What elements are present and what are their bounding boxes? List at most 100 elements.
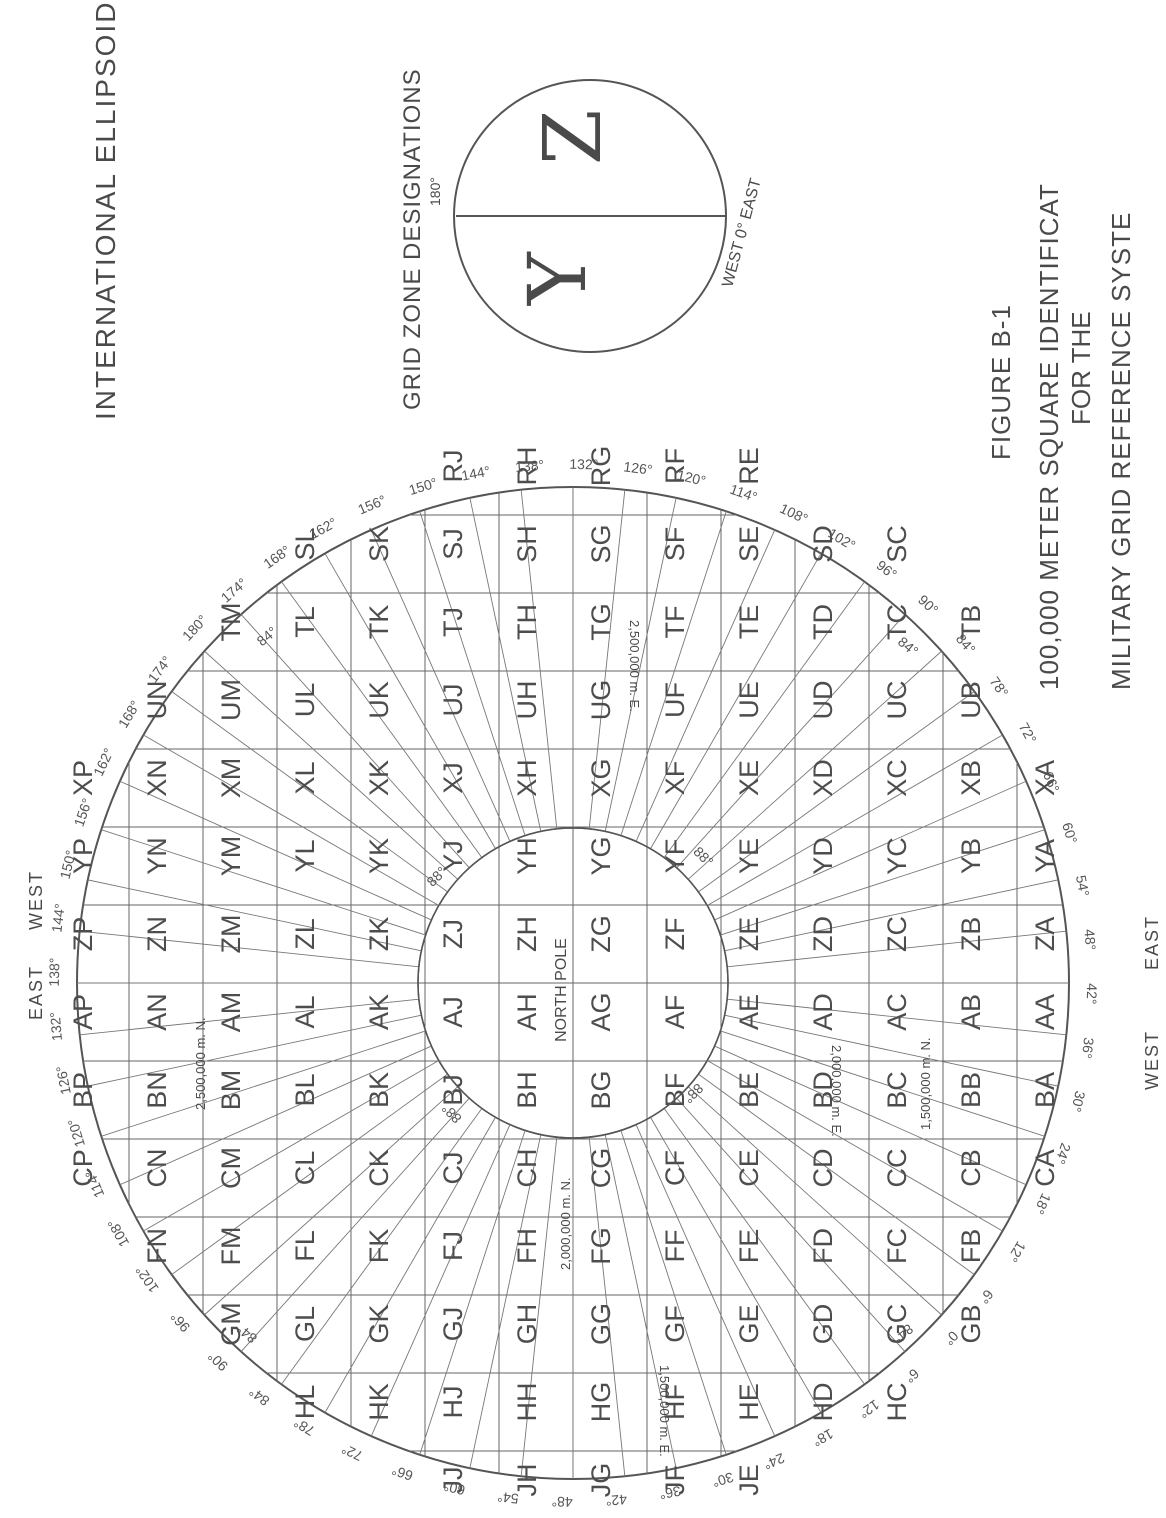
grid-square-label: TE <box>734 605 764 640</box>
meridian-line <box>677 614 905 867</box>
grid-square-label: XE <box>734 760 764 796</box>
grid-square-label: AD <box>808 993 838 1031</box>
grid-square-label: FM <box>216 1227 246 1266</box>
north-pole-label: NORTH POLE <box>553 938 570 1042</box>
grid-square-label: SK <box>364 526 394 562</box>
longitude-label: 72° <box>339 1441 365 1464</box>
meridian-line <box>204 1087 457 1315</box>
grid-square-label: XB <box>956 760 986 796</box>
grid-square-label: XH <box>512 759 542 797</box>
grid-square-label: UH <box>512 681 542 720</box>
grid-square-label: UE <box>734 681 764 719</box>
grid-square-label: BM <box>216 1070 246 1111</box>
ellipsoid-title: INTERNATIONAL ELLIPSOID <box>90 1 121 420</box>
grid-square-label: GH <box>512 1304 542 1345</box>
northing-1500-label: 1,500,000 m. N. <box>918 1038 933 1131</box>
grid-square-label: TJ <box>438 607 468 637</box>
grid-square-label: YN <box>142 837 172 875</box>
grid-square-label: XG <box>586 758 616 797</box>
grid-square-label: CL <box>290 1151 320 1186</box>
longitude-label: 150° <box>407 474 439 498</box>
grid-square-label: AK <box>364 994 394 1030</box>
grid-square-label: HJ <box>438 1386 468 1419</box>
grid-square-label: HK <box>364 1383 394 1421</box>
grid-square-label: ZL <box>290 918 320 950</box>
grid-square-label: XM <box>216 758 246 799</box>
meridian-line <box>241 1098 469 1351</box>
northing-2500-label: 2,500,000 m. N. <box>193 1018 208 1111</box>
easting-1500-label: 1,500,000 m. E. <box>657 1365 672 1457</box>
grid-square-label: FG <box>586 1227 616 1265</box>
grid-square-label: YB <box>956 838 986 874</box>
longitude-label: 156° <box>71 796 96 829</box>
grid-square-label: ZM <box>216 915 246 954</box>
grid-square-label: CD <box>808 1149 838 1188</box>
grid-square-label: GE <box>734 1304 764 1343</box>
longitude-label: 144° <box>48 903 68 934</box>
longitude-label: 48° <box>551 1494 573 1510</box>
grid-square-label: FK <box>364 1229 394 1264</box>
longitude-label: 126° <box>623 458 654 478</box>
longitude-label: 84° <box>246 1384 273 1410</box>
longitude-label: 42° <box>1084 983 1100 1005</box>
grid-square-label: GJ <box>438 1307 468 1342</box>
longitude-label: 132° <box>569 456 598 473</box>
grid-square-label: GK <box>364 1304 394 1343</box>
grid-square-label: ZK <box>364 917 394 952</box>
grid-square-label: AL <box>290 995 320 1028</box>
longitude-label: 72° <box>1016 720 1040 746</box>
grid-square-label: YF <box>660 839 690 874</box>
grid-square-label: RE <box>734 447 764 485</box>
meridian-line <box>677 1098 905 1351</box>
latitude-label: 84° <box>254 623 281 649</box>
grid-square-label: FH <box>512 1228 542 1264</box>
grid-square-label: AH <box>512 993 542 1031</box>
grid-square-label: AP <box>68 994 98 1030</box>
longitude-label: 162° <box>90 746 117 779</box>
polar-bottom-east: EAST <box>1142 915 1162 970</box>
grid-square-label: BC <box>882 1071 912 1109</box>
grid-square-label: UL <box>290 683 320 718</box>
longitude-label: 180° <box>179 612 210 644</box>
longitude-label: 54° <box>496 1489 519 1508</box>
easting-2500-label: 2,500,000 m. E. <box>627 620 642 712</box>
grid-square-label: FN <box>142 1228 172 1264</box>
grid-square-label: TD <box>808 604 838 640</box>
grid-square-label: ZJ <box>438 919 468 949</box>
longitude-label: 66° <box>390 1462 415 1484</box>
longitude-label: 42° <box>605 1491 627 1509</box>
longitude-label: 60° <box>1059 821 1080 846</box>
longitude-label: 30° <box>1068 1089 1088 1113</box>
grid-square-label: TM <box>216 603 246 642</box>
longitude-label: 12° <box>1005 1239 1030 1265</box>
meridian-line <box>143 735 438 906</box>
grid-square-label: ZG <box>586 915 616 953</box>
grid-square-label: FE <box>734 1229 764 1264</box>
grid-square-label: GD <box>808 1304 838 1345</box>
grid-square-label: XL <box>290 761 320 794</box>
longitude-label: 24° <box>761 1450 787 1473</box>
grid-square-label: TK <box>364 605 394 640</box>
grid-square-label: YG <box>586 836 616 875</box>
grid-square-label: AC <box>882 993 912 1031</box>
longitude-label: 18° <box>810 1426 836 1450</box>
grid-square-label: TF <box>660 606 690 639</box>
grid-square-label: UF <box>660 682 690 718</box>
grid-square-label: CH <box>512 1149 542 1188</box>
grid-square-label: HH <box>512 1383 542 1422</box>
grid-square-label: SG <box>586 524 616 563</box>
longitude-label: 12° <box>856 1397 883 1422</box>
grid-square-label: FD <box>808 1228 838 1264</box>
grid-square-label: YD <box>808 837 838 875</box>
figure-title-line3: FOR THE <box>1066 311 1096 425</box>
grid-square-label: CE <box>734 1149 764 1187</box>
grid-square-label: YM <box>216 836 246 877</box>
grid-square-label: JG <box>586 1463 616 1498</box>
grid-zone-title: GRID ZONE DESIGNATIONS <box>399 68 426 410</box>
grid-square-label: GL <box>290 1306 320 1342</box>
longitude-label: 54° <box>1073 874 1093 898</box>
grid-square-label: BG <box>586 1070 616 1109</box>
grid-square-label: BE <box>734 1072 764 1108</box>
longitude-label: 108° <box>104 1216 132 1249</box>
